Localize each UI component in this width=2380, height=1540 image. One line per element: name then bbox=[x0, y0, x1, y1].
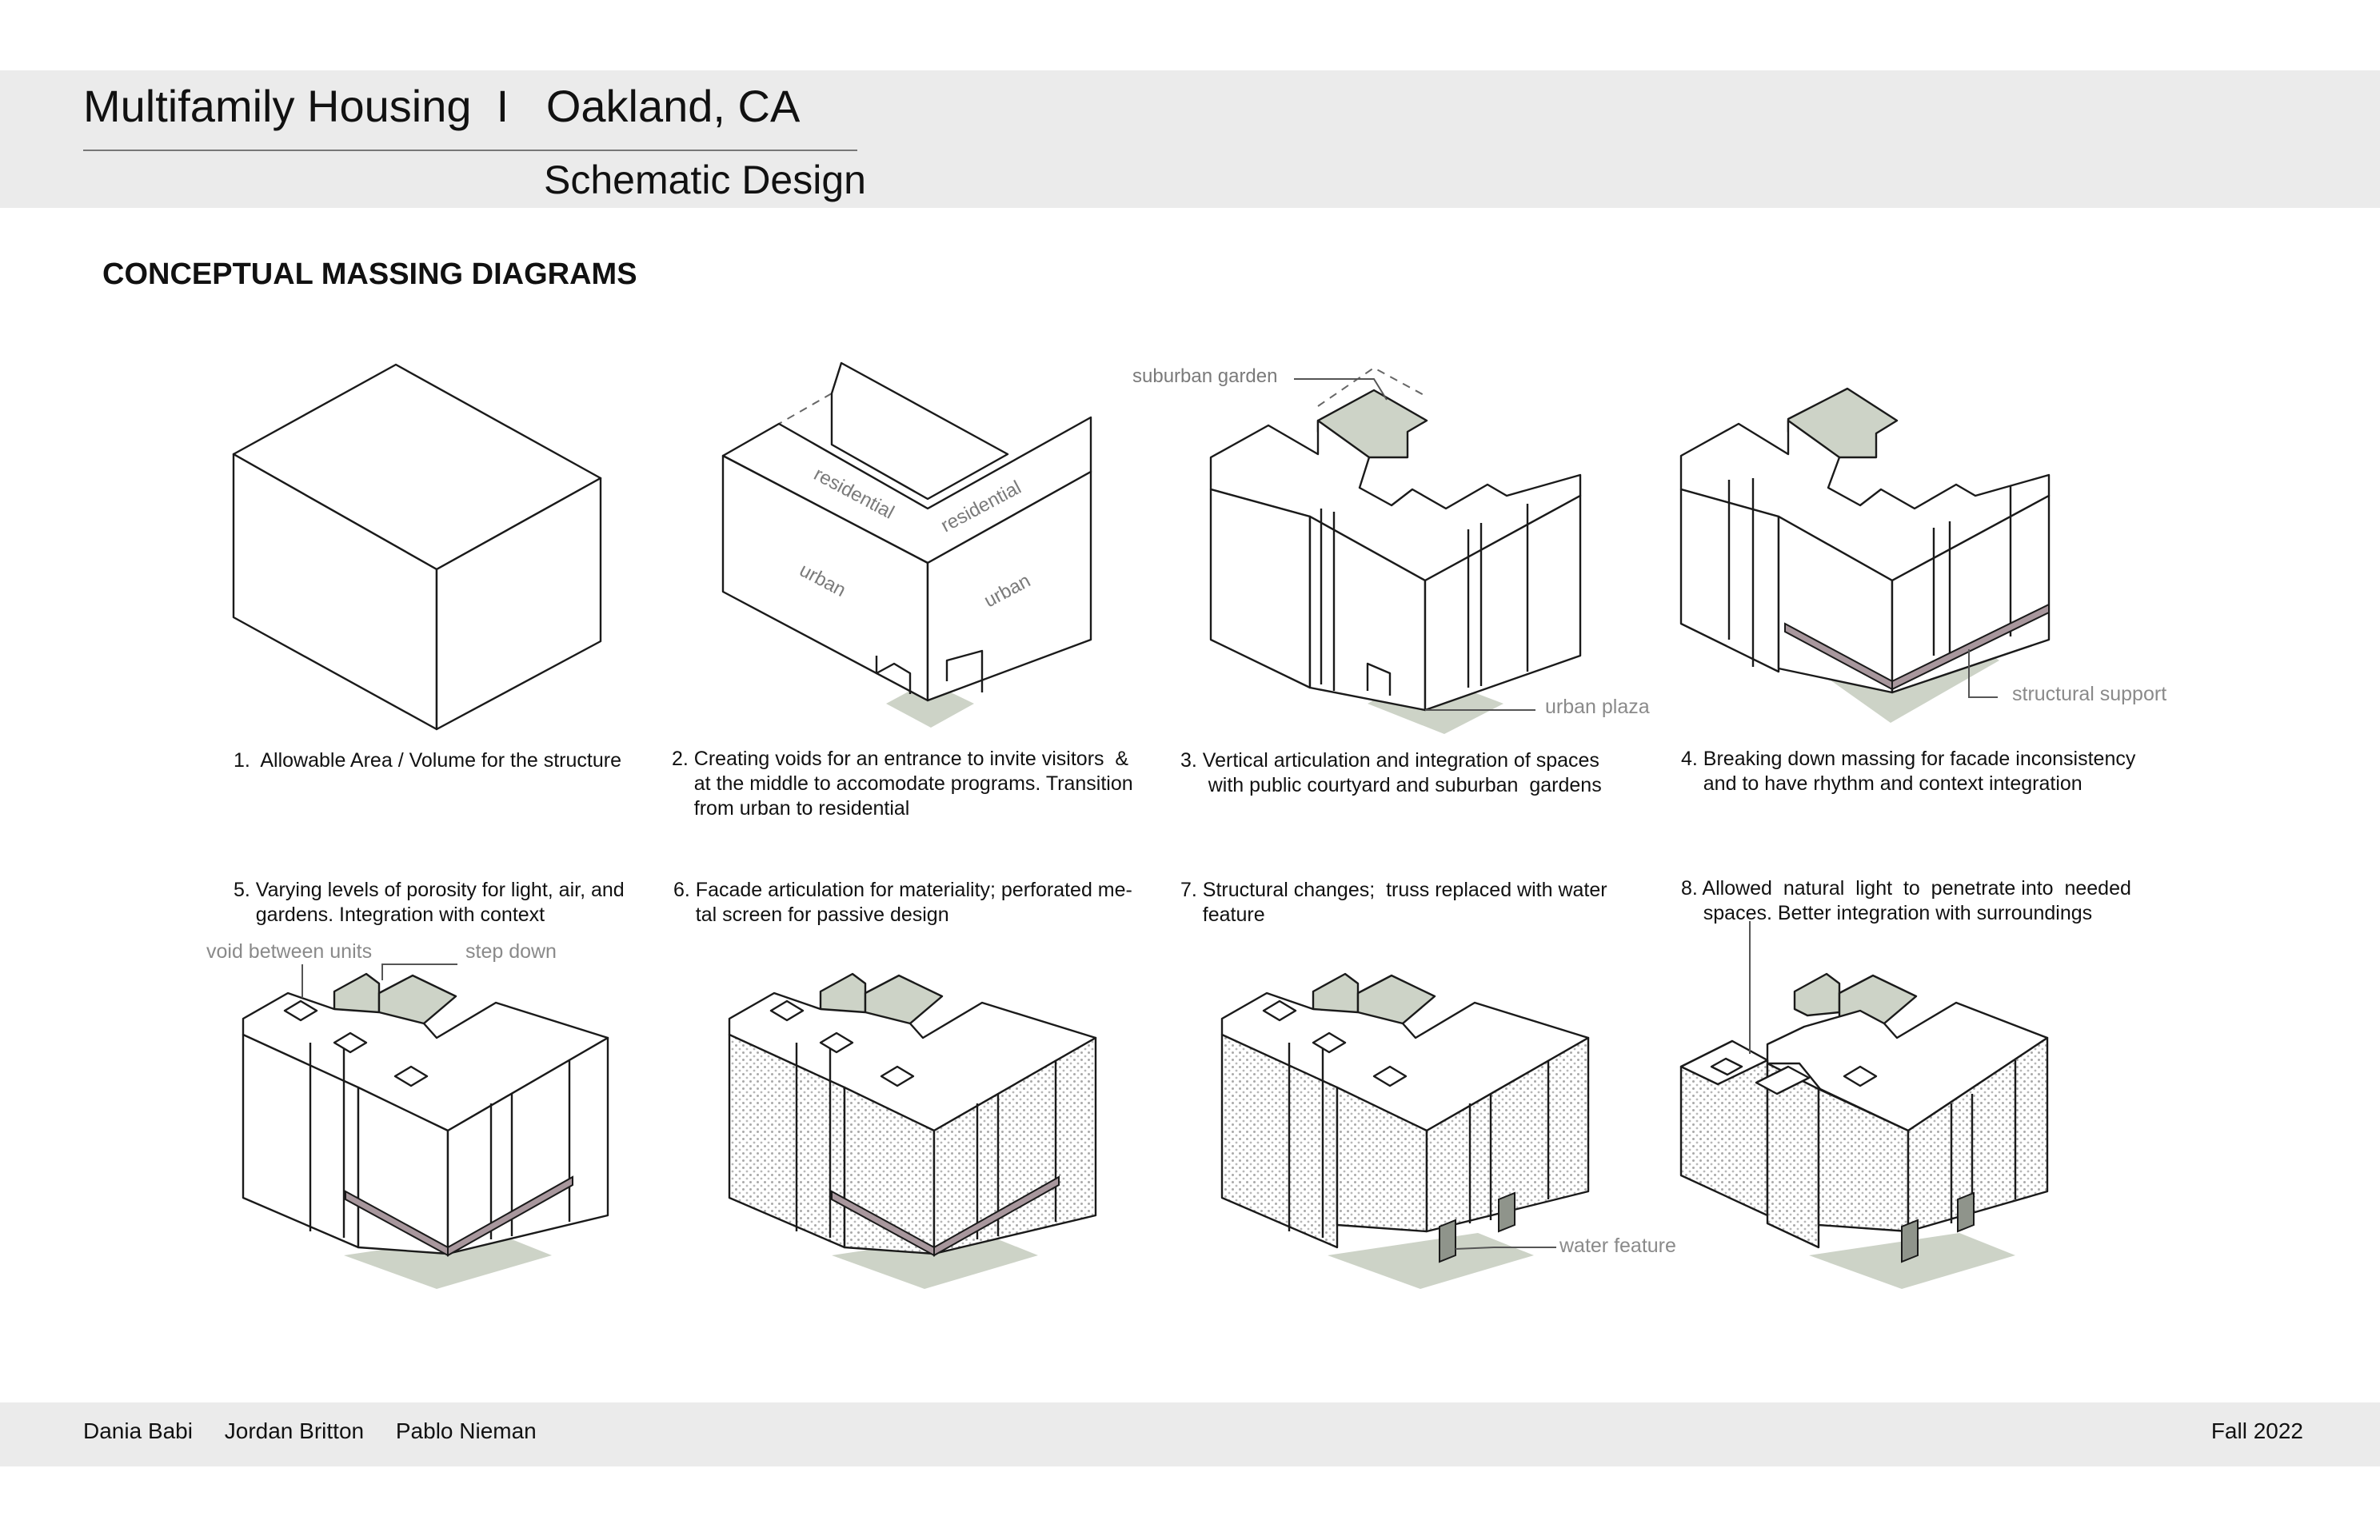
suburban-garden-label: suburban garden bbox=[1132, 365, 1277, 387]
caption-7: 7. Structural changes; truss replaced wi… bbox=[1180, 879, 1607, 926]
footer-authors: Dania Babi Jordan Britton Pablo Nieman bbox=[83, 1418, 562, 1444]
diagram-7-water-feature: water feature bbox=[1220, 972, 1676, 1289]
caption-2: 2. Creating voids for an entrance to inv… bbox=[672, 748, 1133, 820]
diagram-4-breakdown: structural support bbox=[1679, 387, 2166, 723]
header-band bbox=[0, 70, 2380, 208]
caption-8: 8. Allowed natural light to penetrate in… bbox=[1681, 877, 2131, 924]
diagram-1-volume bbox=[232, 363, 602, 731]
water-feature-label: water feature bbox=[1559, 1235, 1676, 1257]
diagram-8-natural-light bbox=[1679, 921, 2049, 1289]
diagram-6-facade bbox=[728, 972, 1097, 1289]
step-down-label: step down bbox=[465, 940, 557, 963]
caption-3: 3. Vertical articulation and integration… bbox=[1180, 749, 1602, 796]
caption-1: 1. Allowable Area / Volume for the struc… bbox=[234, 749, 621, 772]
author-name: Jordan Britton bbox=[224, 1418, 365, 1443]
page-subtitle: Schematic Design bbox=[544, 158, 866, 202]
void-between-units-label: void between units bbox=[206, 940, 372, 963]
footer-band bbox=[0, 1402, 2380, 1466]
author-name: Dania Babi bbox=[83, 1418, 193, 1443]
structural-support-label: structural support bbox=[2012, 683, 2166, 705]
section-heading: CONCEPTUAL MASSING DIAGRAMS bbox=[102, 257, 637, 291]
urban-plaza-label: urban plaza bbox=[1545, 696, 1650, 718]
caption-6: 6. Facade articulation for materiality; … bbox=[673, 879, 1132, 926]
caption-5: 5. Varying levels of porosity for light,… bbox=[234, 879, 625, 926]
title-underline bbox=[83, 150, 857, 151]
caption-4: 4. Breaking down massing for facade inco… bbox=[1681, 748, 2136, 795]
diagram-3-articulation: suburban garden urban plaza bbox=[1132, 365, 1650, 734]
diagram-2-voids: residential residential urban urban bbox=[721, 361, 1092, 728]
diagram-5-porosity: void between units step down bbox=[206, 940, 609, 1289]
page-title: Multifamily Housing I Oakland, CA bbox=[83, 81, 801, 131]
author-name: Pablo Nieman bbox=[395, 1418, 537, 1443]
footer-term: Fall 2022 bbox=[2210, 1418, 2303, 1443]
